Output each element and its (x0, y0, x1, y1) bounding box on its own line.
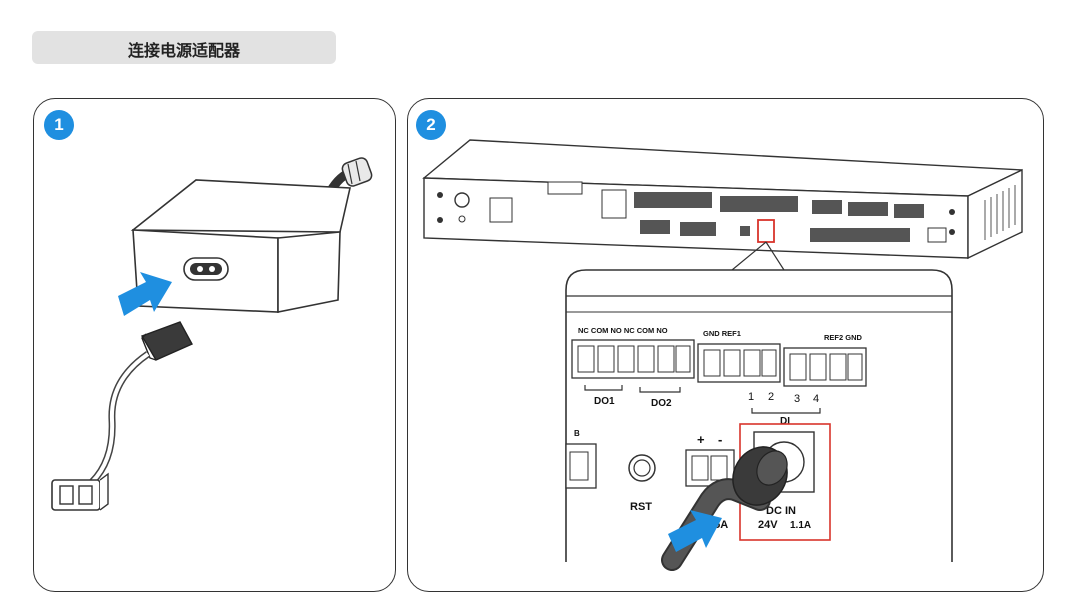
insert-arrow-icon-2 (668, 510, 722, 552)
di-num-1: 1 (748, 391, 754, 403)
section-title-bar: 连接电源适配器 (32, 31, 336, 64)
di-num-3: 3 (794, 393, 800, 405)
di-num-2: 2 (768, 391, 774, 403)
do2-label: DO2 (651, 398, 672, 409)
voltage-label: 24V (758, 519, 778, 531)
gnd-ref1-label: GND REF1 (703, 329, 741, 338)
dc-in-label: DC IN (766, 505, 796, 517)
plus-label: + (697, 432, 705, 447)
controller-device (422, 139, 1023, 260)
ref2-gnd-label: REF2 GND (824, 333, 863, 342)
minus-label: - (718, 432, 722, 447)
partial-b-label: B (574, 429, 580, 438)
ac-wall-plug (51, 472, 109, 511)
terminal-blocks (571, 339, 867, 387)
power-adapter-box (130, 179, 351, 313)
section-title: 连接电源适配器 (127, 41, 240, 60)
ac-cord-plug (140, 321, 193, 361)
dc-plug (661, 446, 788, 571)
insert-arrow-icon (118, 272, 172, 316)
do-pin-labels: NC COM NO NC COM NO (578, 326, 668, 335)
do1-label: DO1 (594, 396, 615, 407)
adapter-output-plug (341, 157, 373, 187)
current-label: 1.1A (790, 520, 811, 531)
step-badge-2: 2 (416, 110, 446, 140)
di-label: DI (780, 416, 790, 427)
rst-label: RST (630, 501, 652, 513)
di-num-4: 4 (813, 393, 819, 405)
step-badge-1: 1 (44, 110, 74, 140)
